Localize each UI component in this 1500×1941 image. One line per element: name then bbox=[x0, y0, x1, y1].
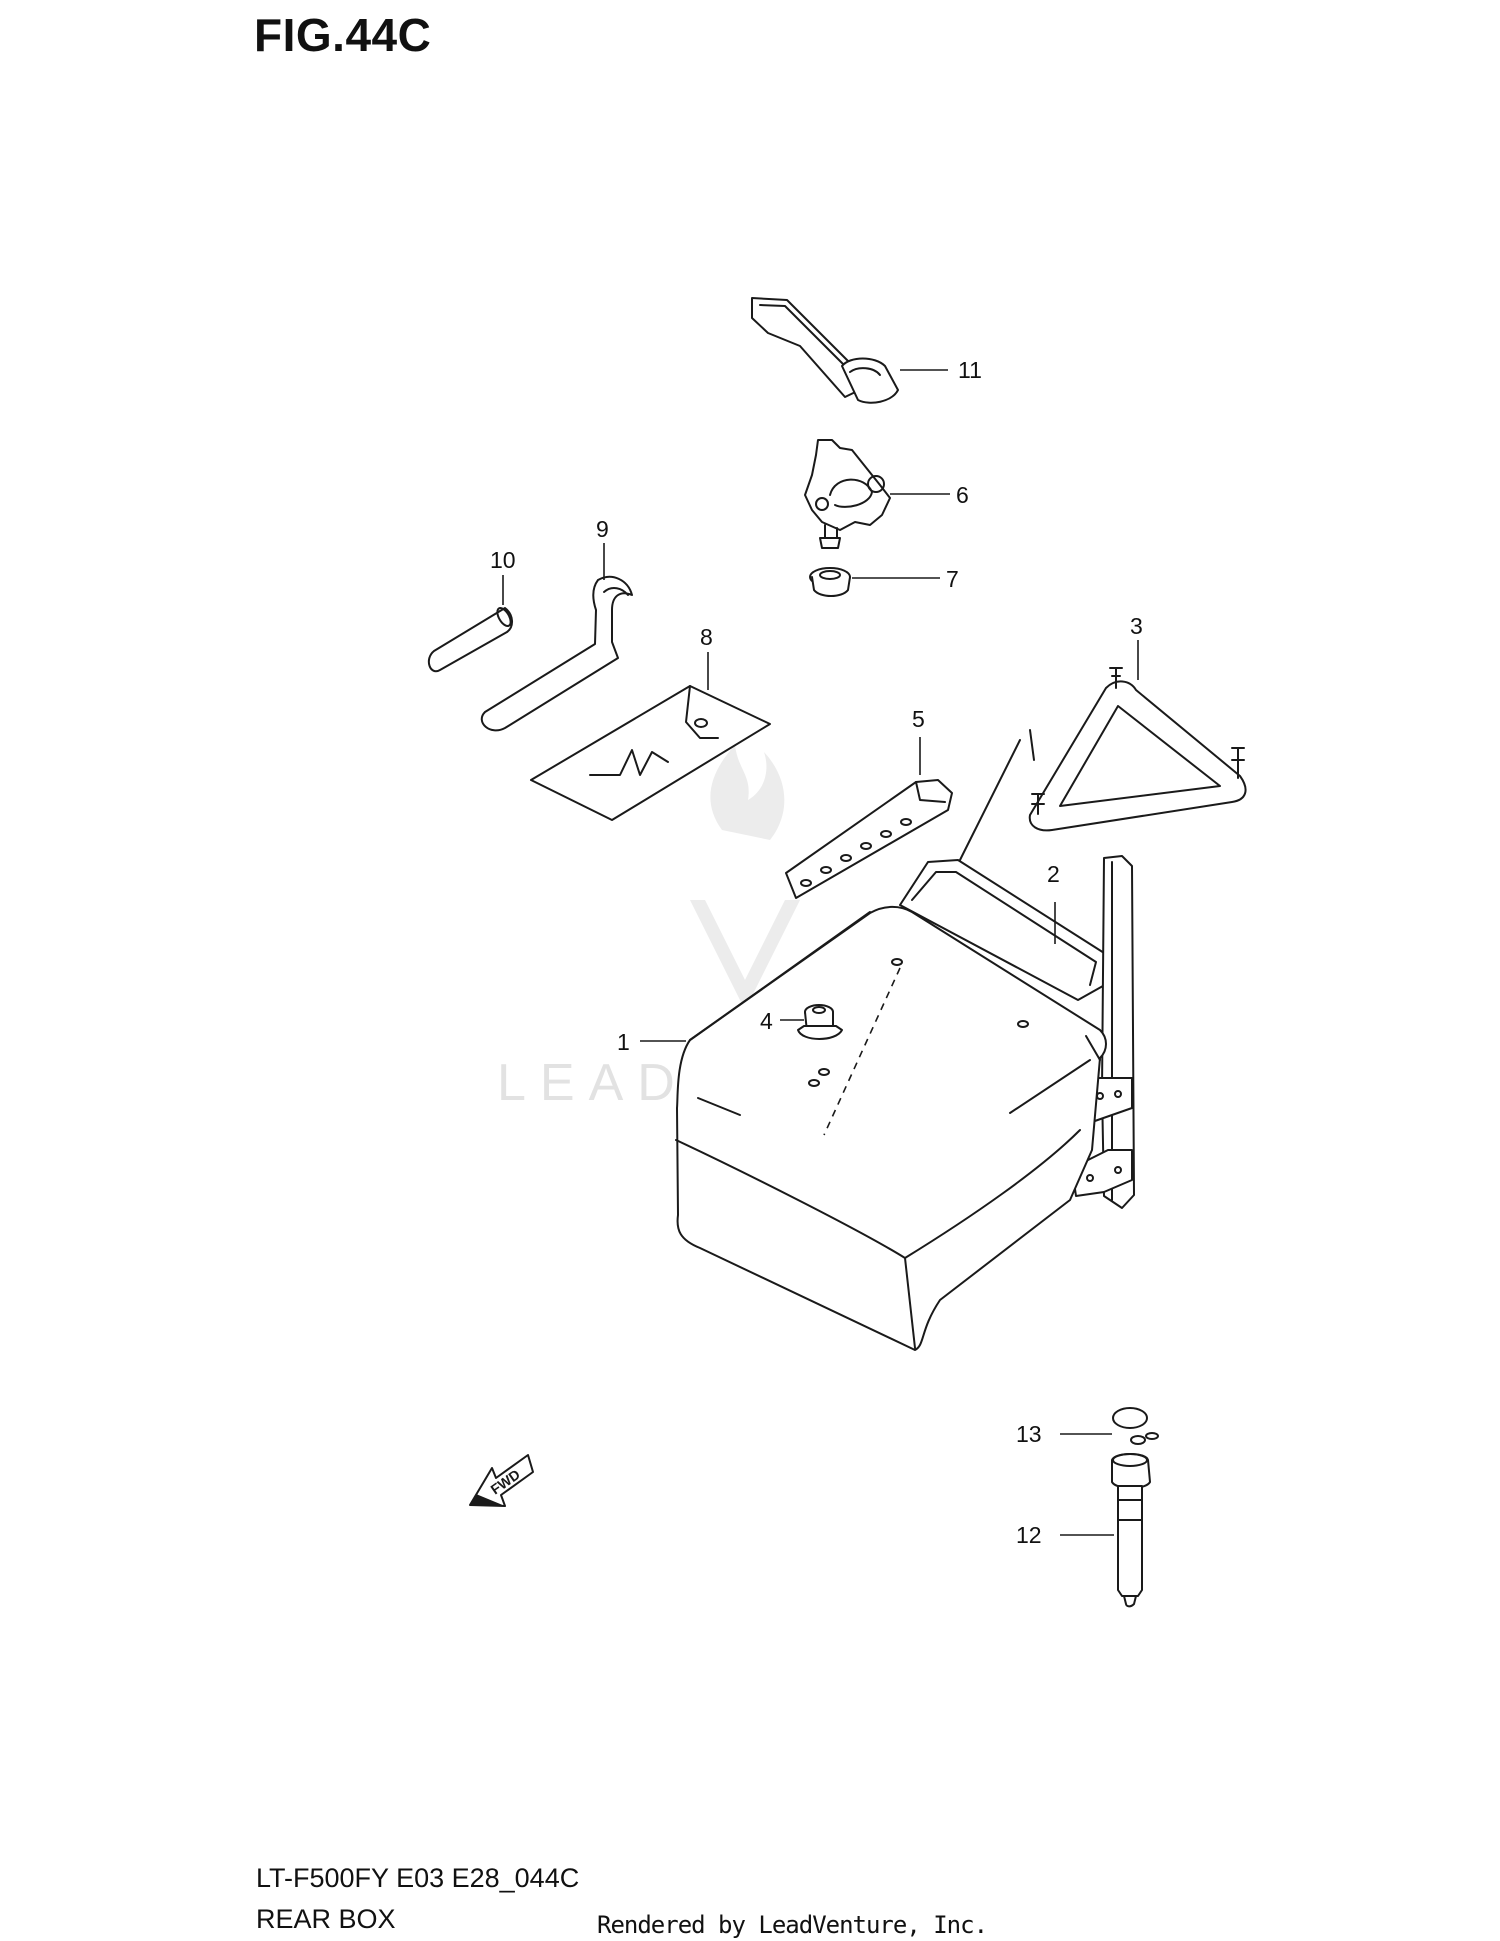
part-10-pin bbox=[427, 606, 513, 673]
callout-11: 11 bbox=[958, 357, 982, 383]
part-13-washer bbox=[1112, 1407, 1159, 1445]
part-2-rack-frame bbox=[899, 739, 1135, 1209]
part-7-grommet bbox=[809, 567, 851, 597]
part-12-bolt bbox=[1111, 1453, 1151, 1608]
part-4-cap-nut bbox=[797, 1004, 843, 1040]
watermark-flame-logo bbox=[690, 745, 800, 1010]
model-code: LT-F500FY E03 E28_044C bbox=[256, 1863, 580, 1893]
callout-9: 9 bbox=[596, 516, 609, 542]
part-6-latch-bracket bbox=[804, 439, 891, 549]
section-name: REAR BOX bbox=[256, 1904, 396, 1934]
part-11-strap bbox=[751, 297, 899, 404]
callout-labels: 1 2 3 4 5 6 7 8 9 10 11 12 13 bbox=[490, 357, 1143, 1548]
callout-10: 10 bbox=[490, 547, 516, 573]
render-credit: Rendered by LeadVenture, Inc. bbox=[597, 1911, 988, 1939]
callout-4: 4 bbox=[760, 1008, 773, 1034]
callout-6: 6 bbox=[956, 482, 969, 508]
callout-2: 2 bbox=[1047, 861, 1060, 887]
callout-1: 1 bbox=[617, 1029, 630, 1055]
callout-leaders bbox=[502, 369, 1139, 1536]
callout-3: 3 bbox=[1130, 613, 1143, 639]
callout-12: 12 bbox=[1016, 1522, 1042, 1548]
part-9-hook-lever bbox=[480, 575, 633, 732]
part-3-triangle-bracket bbox=[1028, 667, 1247, 832]
part-1-rear-box bbox=[675, 905, 1107, 1351]
figure-title: FIG.44C bbox=[254, 9, 432, 61]
callout-7: 7 bbox=[946, 566, 959, 592]
callout-8: 8 bbox=[700, 624, 713, 650]
part-5-stay-rail bbox=[785, 779, 953, 899]
callout-5: 5 bbox=[912, 706, 925, 732]
part-8-plate bbox=[530, 685, 771, 821]
fwd-direction-marker: FWD bbox=[469, 1454, 534, 1507]
callout-13: 13 bbox=[1016, 1421, 1042, 1447]
